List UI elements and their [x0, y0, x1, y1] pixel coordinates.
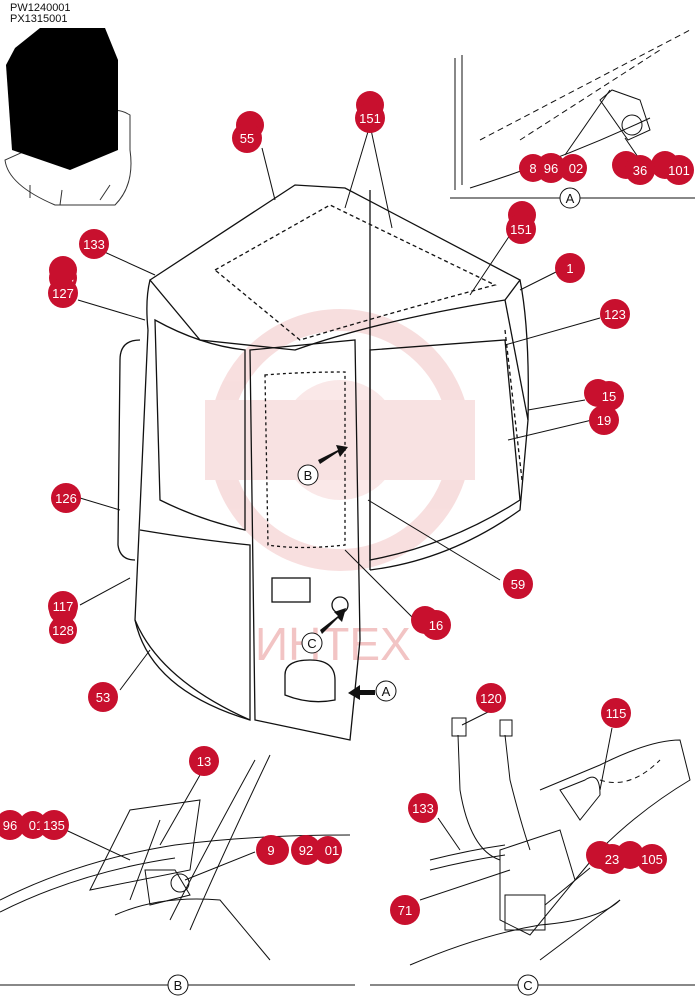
partial-callout-128b: 128 [49, 616, 77, 644]
callout-151-top: 151 [355, 103, 385, 133]
callout-16: 16 [421, 610, 451, 640]
detail-view-b [0, 754, 355, 986]
svg-text:151: 151 [359, 111, 381, 126]
svg-text:01: 01 [325, 843, 339, 858]
callout-101-detail-a: 101 [664, 155, 694, 185]
svg-text:55: 55 [240, 131, 254, 146]
svg-text:105: 105 [641, 852, 663, 867]
svg-text:C: C [307, 636, 316, 651]
svg-text:B: B [174, 978, 183, 993]
view-marker-a-main: A [375, 680, 397, 702]
svg-text:8: 8 [529, 161, 536, 176]
callout-36: 36 [625, 155, 655, 185]
callout-96-detail-a: 96 [536, 153, 566, 183]
callout-105: 105 [637, 844, 667, 874]
callout-151-right: 151 [506, 214, 536, 244]
view-marker-c-detail: C [517, 974, 539, 996]
callout-115: 115 [601, 698, 631, 728]
svg-text:123: 123 [604, 307, 626, 322]
svg-text:13: 13 [197, 754, 211, 769]
callout-23: 23 [597, 844, 627, 874]
svg-text:135: 135 [43, 818, 65, 833]
callout-55: 55 [232, 123, 262, 153]
callout-135: 135 [39, 810, 69, 840]
view-marker-b-main: B [297, 464, 319, 486]
callout-15: 15 [594, 381, 624, 411]
callout-71: 71 [390, 895, 420, 925]
callout-53: 53 [88, 682, 118, 712]
view-arrows [318, 445, 375, 700]
callout-123: 123 [600, 299, 630, 329]
callout-59: 59 [503, 569, 533, 599]
svg-text:117: 117 [53, 599, 74, 614]
svg-text:16: 16 [429, 618, 443, 633]
svg-text:128: 128 [52, 623, 74, 638]
svg-text:133: 133 [83, 237, 105, 252]
svg-text:96: 96 [3, 818, 17, 833]
svg-text:96: 96 [544, 161, 558, 176]
svg-text:127: 127 [52, 286, 74, 301]
watermark-text: ИНТЕХ [255, 618, 411, 670]
svg-text:71: 71 [398, 903, 412, 918]
view-marker-c-main: C [301, 632, 323, 654]
svg-text:133: 133 [412, 801, 434, 816]
view-marker-b-detail: B [167, 974, 189, 996]
callout-133-detail-c: 133 [408, 793, 438, 823]
svg-text:151: 151 [510, 222, 532, 237]
svg-text:115: 115 [606, 706, 627, 721]
detail-view-c [370, 717, 695, 986]
detail-leader-lines [54, 711, 613, 906]
svg-text:92: 92 [299, 843, 313, 858]
svg-text:36: 36 [633, 163, 647, 178]
svg-text:101: 101 [668, 163, 690, 178]
cab-assembly [117, 184, 529, 741]
svg-text:9: 9 [267, 843, 274, 858]
svg-text:C: C [523, 978, 532, 993]
svg-text:02: 02 [569, 161, 583, 176]
cab-thumbnail [4, 28, 132, 206]
model-code-2: PX1315001 [10, 13, 68, 25]
callout-92: 92 [291, 835, 321, 865]
view-marker-a-detail: A [559, 187, 581, 209]
svg-text:A: A [566, 191, 575, 206]
svg-text:126: 126 [55, 491, 77, 506]
callout-120: 120 [476, 683, 506, 713]
callout-117: 117 [48, 591, 78, 621]
svg-text:59: 59 [511, 577, 525, 592]
callout-133-main: 133 [79, 229, 109, 259]
svg-text:23: 23 [605, 852, 619, 867]
callout-127: 127 [48, 278, 78, 308]
callout-96-detail-b: 96 [0, 810, 25, 840]
callout-126: 126 [51, 483, 81, 513]
partial-callout-102: 02 [559, 154, 587, 182]
svg-text:1: 1 [566, 261, 573, 276]
partial-callout-01a: 01 [314, 836, 342, 864]
svg-text:B: B [304, 468, 313, 483]
svg-text:15: 15 [602, 389, 616, 404]
callout-1: 1 [555, 253, 585, 283]
callout-13: 13 [189, 746, 219, 776]
svg-text:120: 120 [480, 691, 502, 706]
svg-text:A: A [382, 684, 391, 699]
callout-9: 9 [256, 835, 286, 865]
svg-text:19: 19 [597, 413, 611, 428]
leader-lines [77, 124, 601, 691]
svg-text:53: 53 [96, 690, 110, 705]
callout-19: 19 [589, 405, 619, 435]
model-code-1: PW1240001 [10, 2, 71, 14]
